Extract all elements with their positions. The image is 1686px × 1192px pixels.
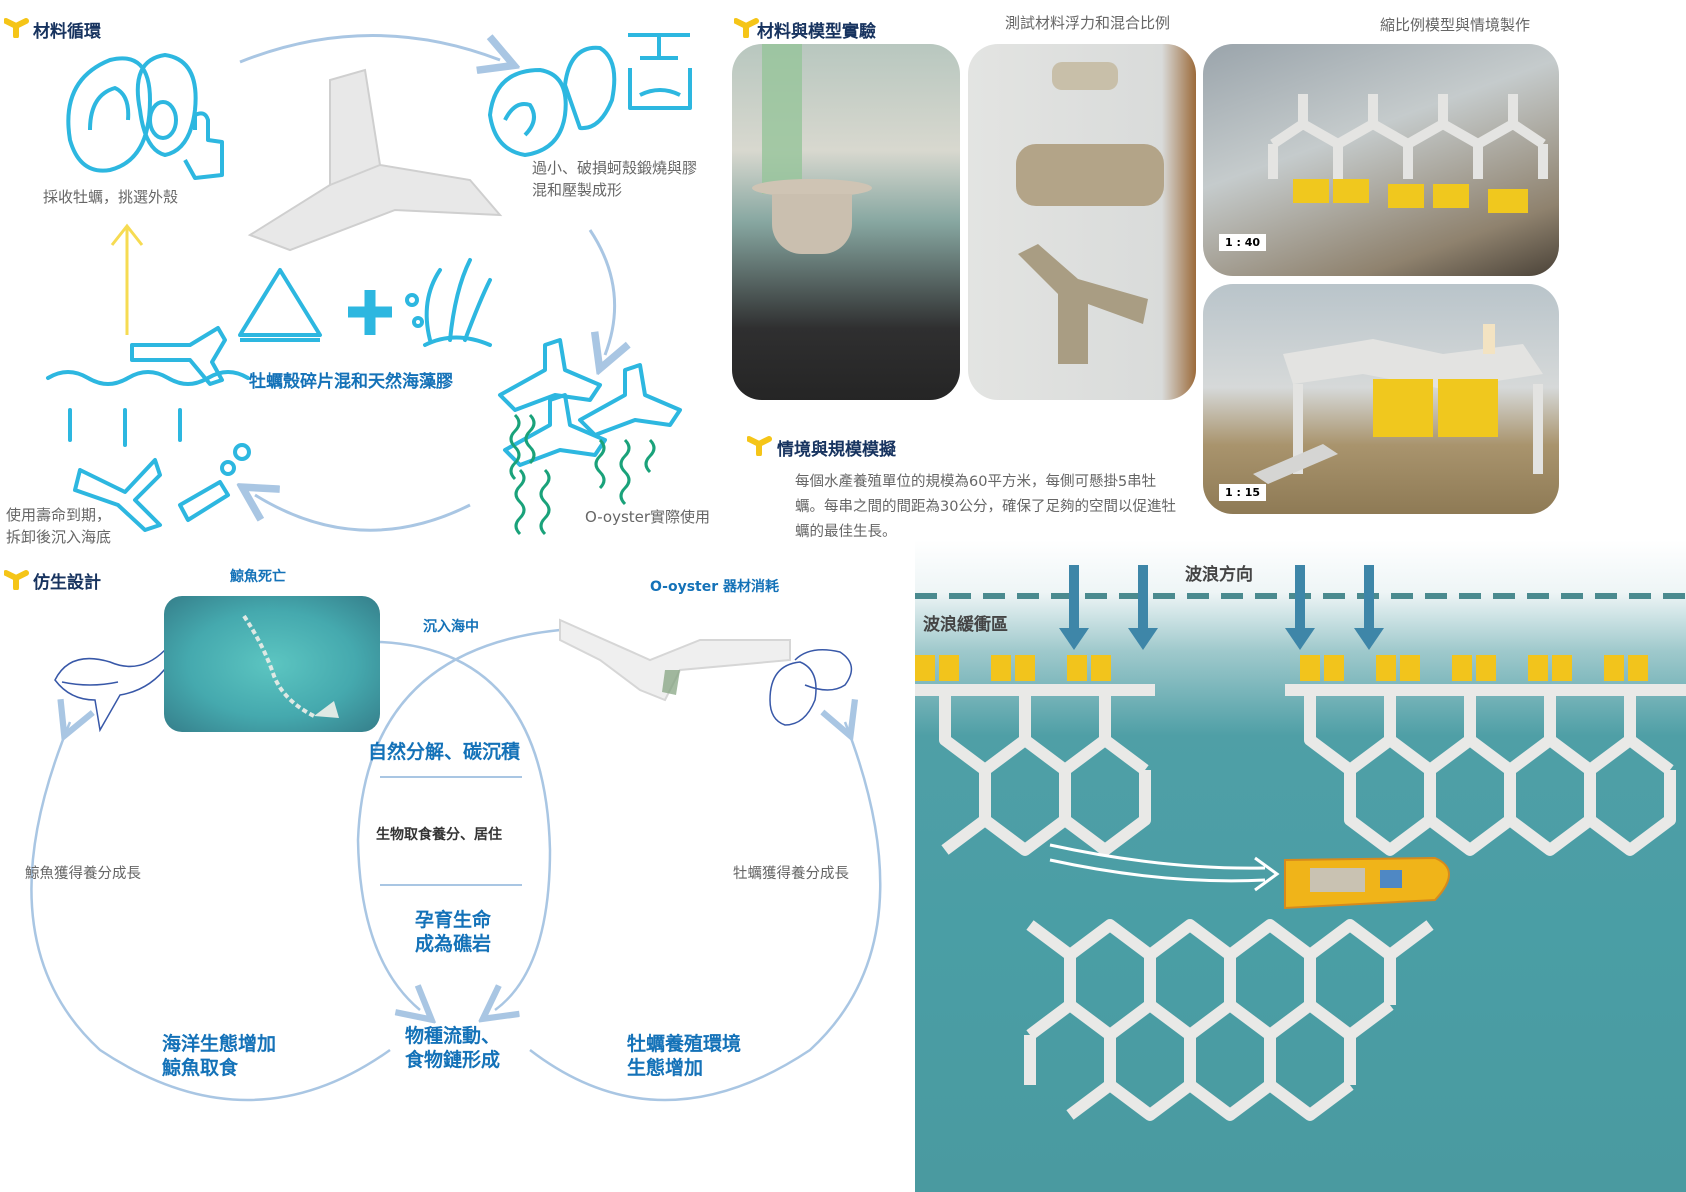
ocean-line1: 海洋生態增加 (162, 1033, 277, 1055)
whale-sketch-icon (54, 639, 174, 733)
material-samples-photo (968, 44, 1196, 400)
scale-label-2: 1 : 15 (1219, 484, 1267, 501)
sand-pile-icon (238, 268, 322, 342)
wave-arrows (1059, 565, 1384, 650)
oyster-farm-label: 牡蠣養殖環境 生態增加 (627, 1032, 741, 1080)
bottle (762, 44, 802, 194)
step-use-label: O-oyster實際使用 (585, 508, 711, 526)
caption-scale-model: 縮比例模型與情境製作 (1380, 16, 1531, 34)
current-flow-arrows (1049, 843, 1280, 892)
section-title-simulation: 情境與規模模擬 (777, 440, 896, 460)
oyster-hanging-modules-icon (498, 338, 682, 467)
decompose-label: 自然分解、碳沉積 (368, 741, 521, 763)
y-tag-icon (4, 570, 29, 590)
buoyancy-test-photo (732, 44, 960, 400)
habitat-label: 生物取食養分、居住 (376, 827, 502, 843)
bionic-cycle-diagram (30, 618, 882, 1102)
plus-icon (348, 290, 392, 335)
flow-line1: 物種流動、 (405, 1025, 501, 1047)
step-process-label: 過小、破損蚵殼鍛燒與膠混和壓製成形 (532, 159, 698, 199)
scale-label-1: 1 : 40 (1219, 234, 1267, 251)
boat-icon (1284, 856, 1450, 910)
sample-y-shape (1018, 244, 1148, 364)
y-tag-icon (734, 18, 759, 38)
flow-line2: 食物鏈形成 (405, 1049, 501, 1071)
caption-material-test: 測試材料浮力和混合比例 (1005, 14, 1171, 32)
sample-cylinder (1016, 144, 1164, 206)
sea-simulation-svg (915, 565, 1686, 1121)
hex-frame-right (1285, 684, 1686, 856)
reef-label: 孕育生命 成為礁岩 (415, 908, 491, 956)
sample-small (1052, 62, 1118, 90)
step-end-label: 使用壽命到期， 拆卸後沉入海底 (6, 504, 111, 548)
reef-line2: 成為礁岩 (415, 933, 492, 955)
mix-label: 牡蠣殼碎片混和天然海藻膠 (249, 372, 453, 392)
y-tag-icon (4, 18, 29, 38)
hex-frame-bottom (1024, 919, 1434, 1121)
farm-line2: 生態增加 (627, 1057, 704, 1079)
simulation-description: 每個水產養殖單位的規模為60平方米，每側可懸掛5串牡蠣。每串之間的間距為30公分… (795, 474, 1176, 540)
reef-line1: 孕育生命 (415, 909, 492, 931)
whale-death-label: 鯨魚死亡 (230, 569, 286, 585)
whale-growth-label: 鯨魚獲得養分成長 (25, 866, 141, 882)
step-harvest-label: 採收牡蠣，挑選外殼 (43, 188, 179, 206)
whale-skeleton (242, 614, 339, 718)
model-closeup (1253, 324, 1543, 484)
section-title-material-cycle: 材料循環 (33, 22, 101, 42)
o-oyster-module-icon (247, 68, 503, 252)
y-tag-icon (747, 436, 772, 456)
sea-disposal-icon (46, 326, 251, 532)
oyster-growth-label: 牡蠣獲得養分成長 (733, 866, 849, 882)
seaweed-icon (405, 258, 492, 347)
ocean-line2: 鯨魚取食 (162, 1057, 239, 1079)
sink-label: 沉入海中 (423, 619, 479, 635)
step-end-line1: 使用壽命到期， (6, 506, 112, 524)
oyster-sketch-icon (769, 649, 853, 726)
yellow-floats (915, 655, 1648, 681)
wave-buffer-label: 波浪緩衝區 (923, 615, 1008, 635)
consumption-label: O-oyster 器材消耗 (650, 579, 780, 595)
section-title-bionic: 仿生設計 (33, 573, 101, 593)
hex-frame-left (915, 684, 1155, 856)
oyster-harvest-icon (66, 53, 224, 180)
material-cycle-diagram (46, 33, 692, 536)
sample-body (772, 194, 852, 254)
farm-line1: 牡蠣養殖環境 (627, 1033, 742, 1055)
sample-disc (752, 179, 872, 197)
ocean-ecology-label: 海洋生態增加 鯨魚取食 (162, 1032, 276, 1080)
consumed-module-image (559, 618, 791, 702)
food-chain-label: 物種流動、 食物鏈形成 (405, 1024, 500, 1072)
wave-direction-label: 波浪方向 (1185, 565, 1253, 585)
sea-simulation-panel: 波浪方向 波浪緩衝區 (915, 540, 1686, 1192)
section-title-experiment: 材料與模型實驗 (757, 22, 876, 42)
step-end-line2: 拆卸後沉入海底 (6, 528, 112, 546)
model-hex-grid (1268, 94, 1548, 213)
oyster-processing-icon (488, 33, 692, 157)
model-1-15-photo: 1 : 15 (1203, 284, 1559, 514)
model-1-40-photo: 1 : 40 (1203, 44, 1559, 276)
whale-fall-photo (164, 596, 380, 732)
